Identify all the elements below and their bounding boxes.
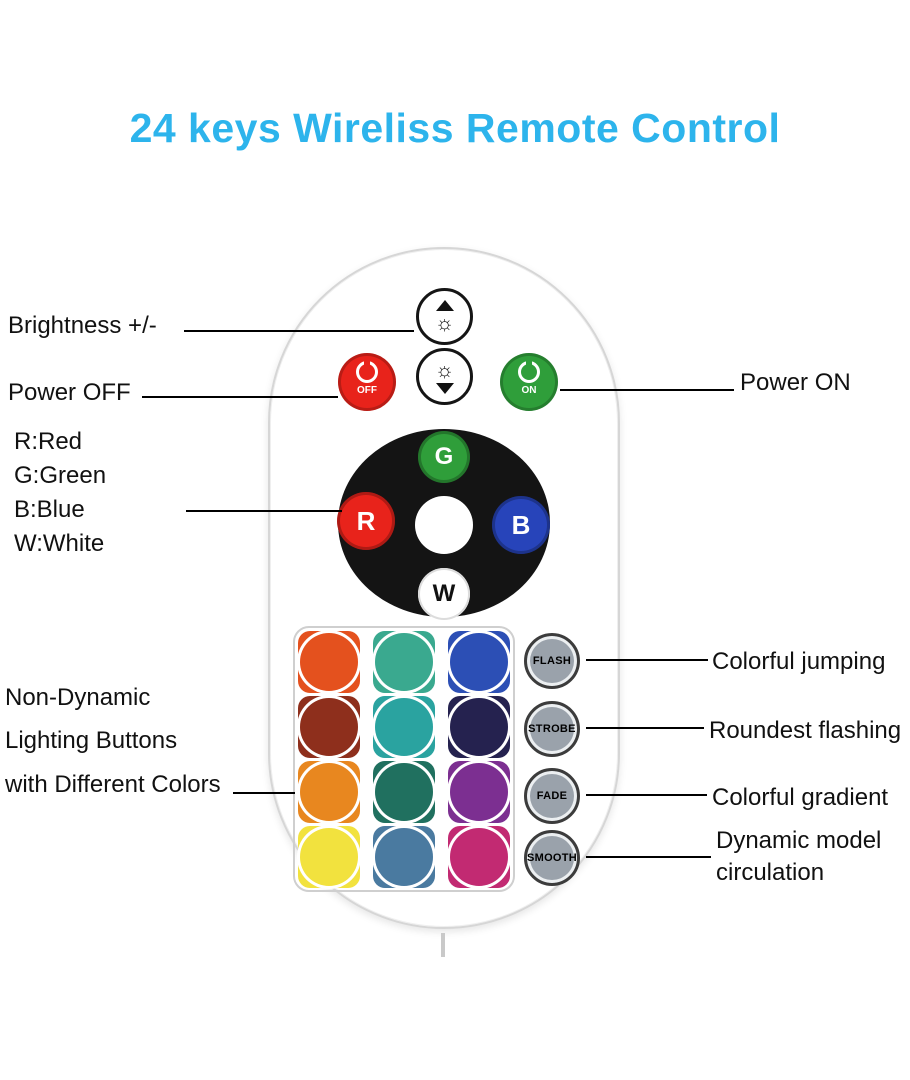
pointer-line-rgbw bbox=[186, 510, 342, 512]
label-strobe: Roundest flashing bbox=[709, 717, 902, 744]
power-on-label: ON bbox=[521, 385, 537, 396]
red-button[interactable]: R bbox=[337, 492, 395, 550]
pointer-line-smooth bbox=[586, 856, 711, 858]
pointer-line-non-dynamic bbox=[233, 792, 295, 794]
white-button[interactable]: W bbox=[418, 568, 470, 620]
color-grid-panel bbox=[293, 626, 515, 892]
label-flash: Colorful jumping bbox=[712, 648, 886, 675]
color-key[interactable] bbox=[373, 696, 435, 758]
color-key[interactable] bbox=[448, 631, 510, 693]
label-smooth-line: Dynamic model bbox=[716, 827, 882, 854]
power-icon-bar bbox=[364, 357, 370, 370]
pointer-line-flash bbox=[586, 659, 708, 661]
remote-bottom-mark bbox=[441, 933, 445, 957]
label-power-on: Power ON bbox=[740, 369, 851, 396]
color-key[interactable] bbox=[298, 631, 360, 693]
label-non-dynamic-line: Lighting Buttons bbox=[5, 727, 178, 754]
color-key[interactable] bbox=[448, 696, 510, 758]
pointer-line-fade bbox=[586, 794, 707, 796]
label-rgbw-line: R:Red bbox=[14, 428, 83, 455]
arrow-down-icon bbox=[435, 382, 454, 394]
color-key[interactable] bbox=[298, 826, 360, 888]
pointer-line-power-off bbox=[142, 396, 338, 398]
pointer-line-power-on bbox=[560, 389, 734, 391]
label-brightness: Brightness +/- bbox=[8, 312, 157, 339]
sun-icon: ☼ bbox=[434, 311, 455, 335]
color-key[interactable] bbox=[298, 761, 360, 823]
label-smooth-line: circulation bbox=[716, 859, 825, 886]
color-key[interactable] bbox=[448, 761, 510, 823]
power-icon bbox=[356, 357, 378, 383]
blue-button[interactable]: B bbox=[492, 496, 550, 554]
power-off-button[interactable]: OFF bbox=[338, 353, 396, 411]
smooth-button[interactable]: SMOOTH bbox=[524, 830, 580, 886]
label-rgbw-line: G:Green bbox=[14, 462, 107, 489]
label-non-dynamic-line: with Different Colors bbox=[5, 771, 221, 798]
color-key[interactable] bbox=[373, 631, 435, 693]
color-key[interactable] bbox=[448, 826, 510, 888]
power-icon-bar bbox=[526, 357, 532, 370]
strobe-button[interactable]: STROBE bbox=[524, 701, 580, 757]
color-grid bbox=[298, 631, 510, 888]
color-key[interactable] bbox=[373, 761, 435, 823]
power-on-button[interactable]: ON bbox=[500, 353, 558, 411]
label-fade: Colorful gradient bbox=[712, 784, 889, 811]
page-title: 24 keys Wireliss Remote Control bbox=[129, 105, 781, 151]
label-rgbw-line: B:Blue bbox=[14, 496, 85, 523]
pointer-line-strobe bbox=[586, 727, 704, 729]
power-off-label: OFF bbox=[357, 385, 377, 396]
pointer-line-brightness bbox=[184, 330, 414, 332]
brightness-down-button[interactable]: ☼ bbox=[416, 348, 473, 405]
brightness-up-button[interactable]: ☼ bbox=[416, 288, 473, 345]
flash-button[interactable]: FLASH bbox=[524, 633, 580, 689]
green-button[interactable]: G bbox=[418, 431, 470, 483]
power-icon bbox=[518, 357, 540, 383]
label-power-off: Power OFF bbox=[8, 379, 131, 406]
color-key[interactable] bbox=[373, 826, 435, 888]
fade-button[interactable]: FADE bbox=[524, 768, 580, 824]
arrow-up-icon bbox=[435, 299, 454, 311]
label-non-dynamic-line: Non-Dynamic bbox=[5, 684, 151, 711]
label-rgbw-line: W:White bbox=[14, 530, 105, 557]
dpad-center-circle bbox=[415, 496, 473, 554]
sun-icon: ☼ bbox=[434, 358, 455, 382]
color-key[interactable] bbox=[298, 696, 360, 758]
